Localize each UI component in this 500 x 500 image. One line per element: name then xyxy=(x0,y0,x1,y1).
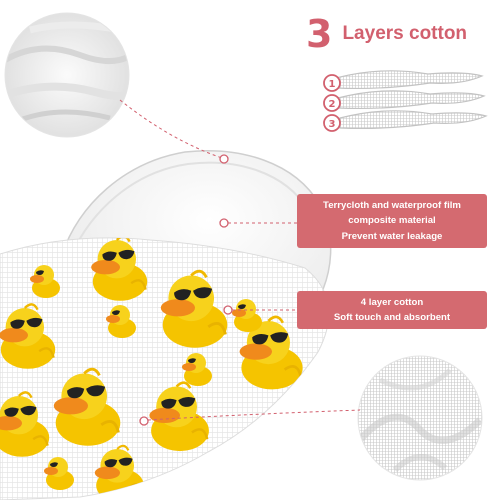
terrycloth-zoom-circle xyxy=(4,12,130,138)
layer-marker-1: 1 xyxy=(323,74,341,92)
gauze-zoom-circle xyxy=(357,355,483,481)
callout-cotton-line-2: Soft touch and absorbent xyxy=(333,312,451,323)
layer-marker-3-label: 3 xyxy=(329,119,336,130)
callout-cotton: 4 layer cotton Soft touch and absorbent xyxy=(297,291,487,329)
headline-number: 3 xyxy=(306,12,333,56)
leader-lines xyxy=(119,99,361,426)
layer-marker-3: 3 xyxy=(323,114,341,132)
callout-terrycloth-line-3: Prevent water leakage xyxy=(341,230,443,242)
layer-marker-1-label: 1 xyxy=(329,79,336,90)
layer-marker-2-label: 2 xyxy=(329,99,336,110)
layer-marker-2: 2 xyxy=(323,94,341,112)
callout-terrycloth-line-2: composite material xyxy=(348,215,436,227)
layer-diagram xyxy=(335,70,488,130)
duck-print-layer xyxy=(0,237,330,500)
callout-terrycloth: Terrycloth and waterproof film composite… xyxy=(297,194,487,248)
headline: 3 Layers cotton xyxy=(306,14,467,54)
layer-number-markers: 1 2 3 xyxy=(323,74,341,132)
callout-cotton-line-1: 4 layer cotton xyxy=(360,296,424,308)
callout-terrycloth-line-1: Terrycloth and waterproof film xyxy=(323,199,461,211)
headline-text: Layers cotton xyxy=(342,23,468,44)
